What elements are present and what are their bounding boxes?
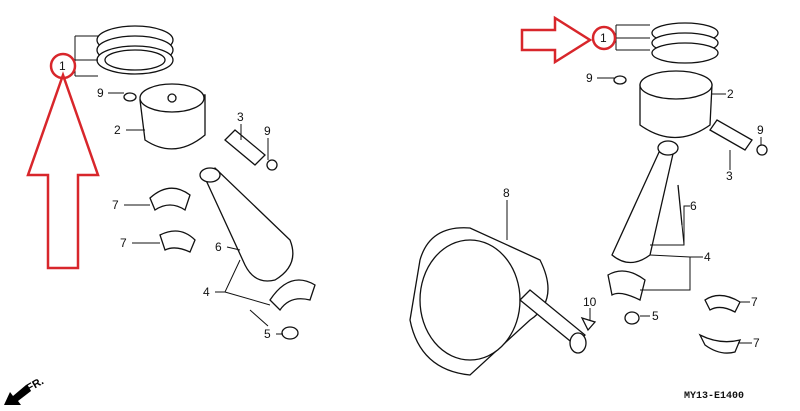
left-clip-b (266, 159, 278, 171)
part-label: 5 (264, 327, 271, 341)
diagram-code: MY13-E1400 (684, 391, 744, 402)
part-label: 2 (114, 123, 121, 137)
right-bolt (677, 184, 683, 226)
right-connecting-rod (611, 140, 679, 264)
right-piston-rings (651, 22, 719, 64)
crankshaft (409, 227, 587, 376)
right-part-labels: 1 9 2 9 3 8 6 4 10 5 7 7 (503, 31, 764, 350)
part-label: 1 (600, 31, 607, 45)
part-label: 5 (652, 309, 659, 323)
left-bearing-a (149, 187, 191, 212)
left-piston (139, 83, 206, 150)
front-arrow-icon (4, 385, 31, 405)
part-label: 7 (753, 336, 760, 350)
right-leader-lines (506, 24, 762, 344)
part-label: 7 (751, 295, 758, 309)
part-label: 3 (237, 110, 244, 124)
right-rod-cap (607, 270, 646, 301)
part-label: 9 (264, 124, 271, 138)
right-piston-pin (709, 119, 753, 151)
right-bearing-a (704, 294, 741, 313)
left-piston-pin (224, 129, 266, 166)
left-part-labels: 1 9 2 3 9 7 7 6 4 5 (59, 59, 271, 341)
part-label: 8 (503, 186, 510, 200)
right-highlight-circle (591, 25, 617, 51)
part-label: 7 (120, 236, 127, 250)
part-label: 9 (757, 123, 764, 137)
front-direction-indicator: FR. (4, 375, 46, 405)
left-red-arrow (26, 71, 100, 270)
part-label: 9 (97, 86, 104, 100)
left-clip-a (123, 92, 137, 102)
front-label: FR. (25, 375, 46, 394)
left-leader-lines (74, 35, 283, 335)
part-label: 4 (704, 250, 711, 264)
part-label: 3 (726, 169, 733, 183)
left-rod-cap (269, 279, 316, 312)
part-label: 6 (690, 199, 697, 213)
part-label: 2 (727, 87, 734, 101)
part-label: 6 (215, 240, 222, 254)
part-label: 9 (586, 71, 593, 85)
left-nut (281, 326, 299, 340)
part-label: 4 (203, 285, 210, 299)
part-label: 1 (59, 59, 66, 73)
left-piston-rings (96, 25, 174, 75)
key (580, 316, 597, 332)
left-connecting-rod (199, 167, 294, 282)
right-nut (624, 311, 640, 325)
right-red-arrow (520, 15, 593, 65)
right-bearing-b (698, 333, 742, 354)
right-piston (639, 70, 713, 138)
right-clip-a (613, 75, 627, 85)
right-clip-b (756, 144, 768, 156)
left-bearing-b (159, 230, 196, 253)
part-label: 10 (583, 295, 597, 309)
part-label: 7 (112, 198, 119, 212)
